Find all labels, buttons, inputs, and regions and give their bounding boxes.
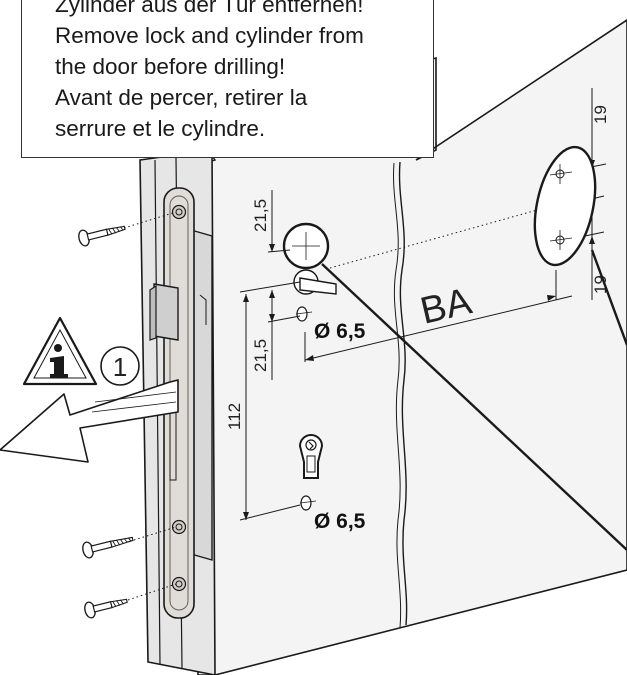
template-ellipse bbox=[533, 145, 597, 267]
instruction-line-en-2: the door before drilling! bbox=[55, 54, 286, 79]
dim-ext-mid2 bbox=[267, 315, 301, 323]
screw-guide-top bbox=[123, 211, 177, 229]
screw-top bbox=[78, 225, 126, 247]
instruction-note: Zylinder aus der Tür entfernen! Remove l… bbox=[21, 0, 434, 158]
instruction-line-fr-1: Avant de percer, retirer la bbox=[55, 85, 308, 110]
outside-drill-template bbox=[533, 145, 597, 267]
cylinder-hole-cross bbox=[299, 500, 317, 504]
leader-line-rose bbox=[321, 263, 627, 551]
cylinder-profile bbox=[298, 434, 324, 511]
template-cross-bottom-h bbox=[549, 237, 573, 242]
instruction-line-fr-2: serrure et le cylindre. bbox=[55, 116, 266, 141]
dim-line-backset bbox=[304, 295, 573, 361]
faceplate-screw-mid bbox=[171, 519, 187, 535]
step-circle bbox=[100, 346, 140, 386]
instruction-line-en-1: Remove lock and cylinder from bbox=[55, 23, 364, 48]
faceplate-screw-top bbox=[171, 204, 187, 220]
instruction-line-de: Zylinder aus der Tür entfernen! bbox=[55, 0, 364, 17]
faceplate-screw-mid-inner bbox=[175, 523, 183, 531]
latch-bolt-face bbox=[149, 284, 157, 341]
door-break-line-2 bbox=[393, 162, 402, 629]
removal-arrow bbox=[0, 379, 179, 463]
latch-bolt bbox=[153, 283, 179, 341]
dim-ext-mid1 bbox=[239, 281, 301, 293]
screw-middle bbox=[82, 536, 134, 559]
dim-upper-mid: 21,5 bbox=[251, 339, 270, 372]
arrow-shape bbox=[0, 379, 179, 463]
dim-ext-bottom bbox=[239, 504, 301, 521]
spindle-hole-cross bbox=[295, 311, 313, 315]
info-warning-icon bbox=[22, 316, 98, 386]
step-indicator: 1 bbox=[100, 346, 140, 386]
lock-case-notch bbox=[199, 294, 207, 325]
screw-guide-mid bbox=[133, 526, 177, 541]
screw-bottom bbox=[84, 598, 128, 619]
diameter-spindle: Ø 6,5 bbox=[314, 320, 366, 343]
mortise-lock bbox=[149, 187, 213, 619]
template-cross-top-h bbox=[549, 171, 573, 176]
faceplate-screw-bottom bbox=[171, 576, 187, 592]
diameter-cylinder: Ø 6,5 bbox=[314, 510, 366, 533]
step-number: 1 bbox=[113, 352, 127, 382]
arrow-hatch-2 bbox=[91, 401, 177, 413]
leader-line-template bbox=[590, 249, 627, 346]
dim-total-height: 112 bbox=[225, 403, 244, 430]
dim-hole-top: 19 bbox=[591, 105, 610, 124]
arrow-hatch-1 bbox=[94, 391, 177, 403]
dim-upper-top: 21,5 bbox=[251, 199, 270, 232]
spindle bbox=[299, 277, 337, 295]
spindle-area bbox=[282, 222, 337, 322]
door-break-line bbox=[398, 161, 408, 626]
